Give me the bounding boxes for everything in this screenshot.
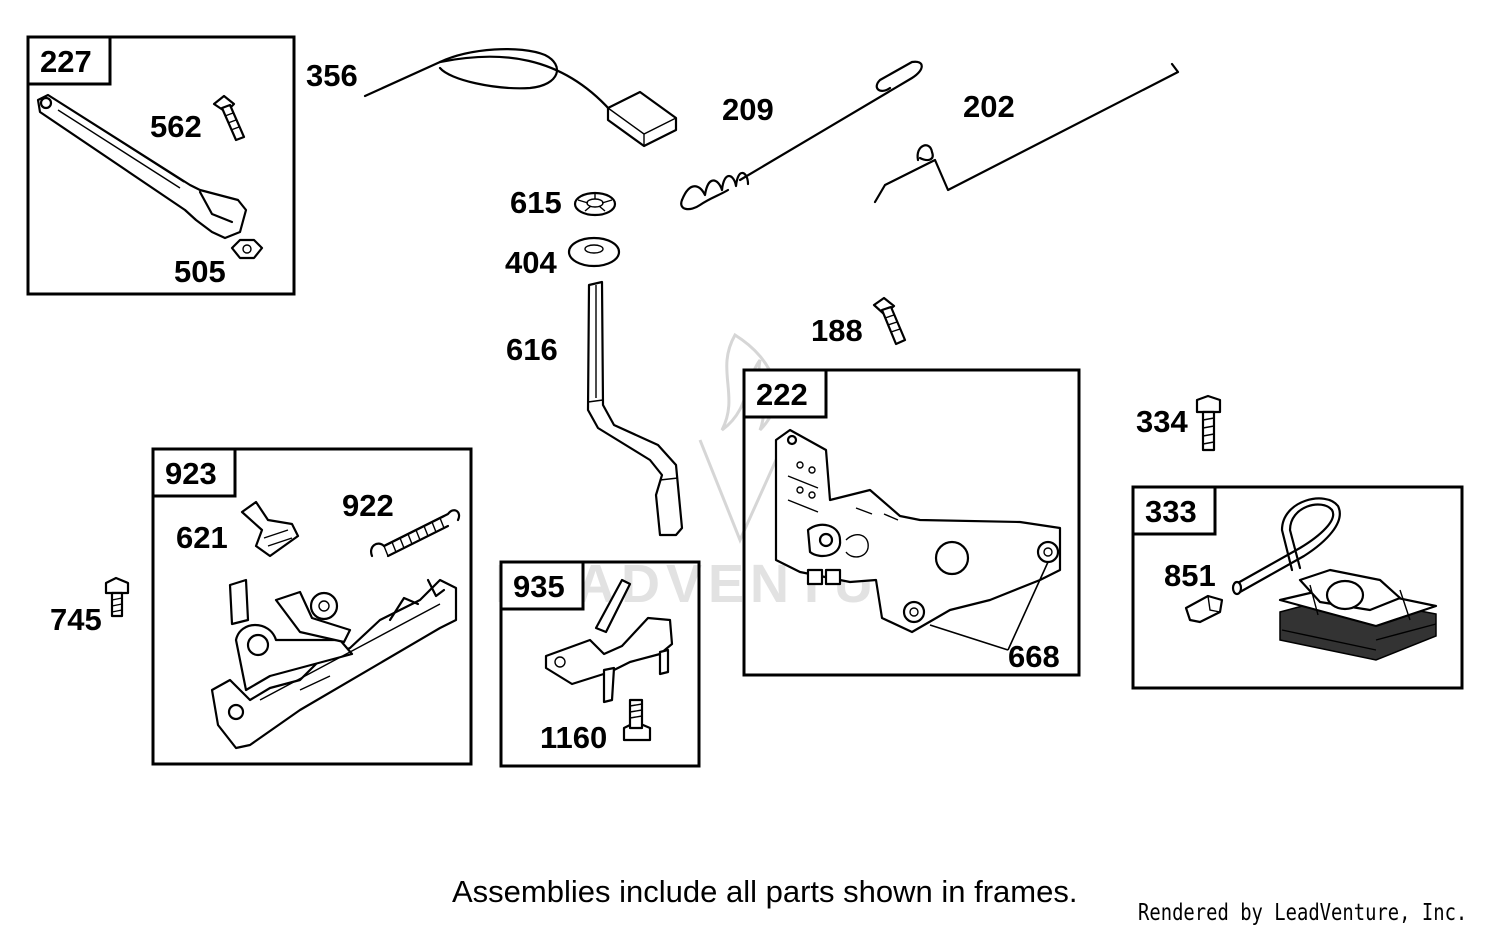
wire-356-part — [363, 48, 678, 148]
screw-1160-part — [622, 698, 652, 742]
governor-arm-part — [36, 93, 248, 240]
render-credit: Rendered by LeadVenture, Inc. — [1138, 900, 1468, 926]
part-label-745: 745 — [50, 602, 102, 637]
frame-935[interactable]: 935 1160 — [499, 560, 701, 768]
frame-label-222: 222 — [756, 377, 808, 412]
frame-227[interactable]: 227 562 505 — [26, 35, 296, 296]
bolt-188-part — [872, 296, 907, 346]
governor-link-202-part — [873, 62, 1180, 204]
spring-link-209-part — [680, 60, 923, 211]
part-label-209: 209 — [722, 92, 774, 127]
retainer-615-part — [573, 191, 617, 217]
bracket-935-part — [544, 578, 674, 704]
part-label-562: 562 — [150, 109, 202, 144]
washer-404-part — [567, 236, 621, 268]
frame-222[interactable]: 222 668 — [742, 368, 1081, 677]
part-label-356: 356 — [306, 58, 358, 93]
frame-923[interactable]: 923 621 922 — [151, 447, 473, 766]
frame-label-333: 333 — [1145, 494, 1197, 529]
assembly-caption: Assemblies include all parts shown in fr… — [452, 874, 1078, 909]
frame-label-935: 935 — [513, 569, 565, 604]
clip-621-part — [240, 500, 300, 558]
part-label-922: 922 — [342, 488, 394, 523]
bolt-334-part — [1195, 394, 1222, 452]
part-label-404: 404 — [505, 245, 557, 280]
frame-333[interactable]: 333 851 — [1131, 485, 1464, 690]
frame-label-923: 923 — [165, 456, 217, 491]
shaft-616-part — [586, 280, 684, 537]
ignition-coil-part — [1231, 497, 1438, 661]
clip-851-part — [1184, 594, 1224, 624]
control-plate-222-part — [774, 428, 1062, 634]
part-label-202: 202 — [963, 89, 1015, 124]
control-bracket-923-part — [210, 578, 458, 750]
nut-505-part — [230, 238, 264, 260]
part-label-505: 505 — [174, 254, 226, 289]
part-label-616: 616 — [506, 332, 558, 367]
spring-922-part — [370, 509, 461, 558]
screw-745-part — [104, 576, 130, 618]
part-label-1160: 1160 — [540, 720, 607, 755]
part-label-621: 621 — [176, 520, 228, 555]
part-label-851: 851 — [1164, 558, 1216, 593]
part-label-615: 615 — [510, 185, 562, 220]
part-label-334: 334 — [1136, 404, 1188, 439]
part-label-668: 668 — [1008, 639, 1060, 674]
frame-label-227: 227 — [40, 44, 92, 79]
part-label-188: 188 — [811, 313, 863, 348]
bolt-562-part — [212, 94, 246, 142]
